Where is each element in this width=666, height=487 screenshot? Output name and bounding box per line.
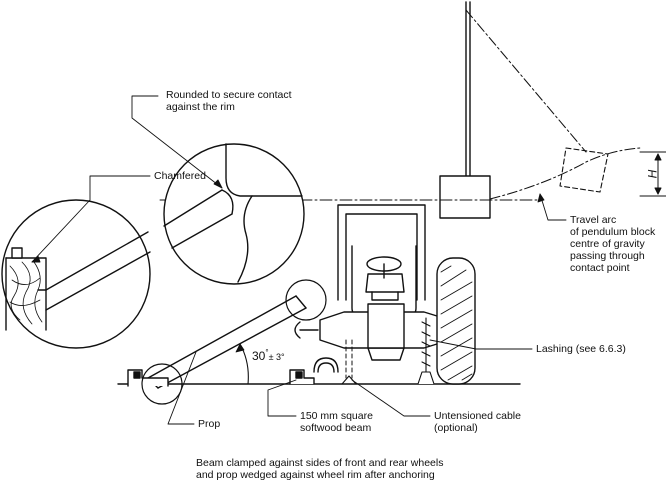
label-lashing: Lashing (see 6.6.3) [536,343,626,355]
label-rounded: Rounded to secure contact against the ri… [166,89,292,113]
label-prop: Prop [198,418,221,430]
detail-marker-chamfer [141,363,183,405]
rear-wheel [436,257,476,385]
prop-beam [147,295,307,389]
label-cable: Untensioned cable (optional) [434,410,521,434]
detail-marker-rim [285,279,327,321]
label-chamfered: Chamfered [154,170,206,182]
caption: Beam clamped against sides of front and … [196,457,444,481]
label-angle: 30°± 3° [252,348,285,363]
untensioned-cable [345,339,353,379]
h-dimension [639,151,666,197]
travel-arc [489,147,641,200]
leaders [31,95,567,425]
detail-rounded [163,143,305,285]
detail-chamfered [1,199,151,349]
lashing-chain [417,317,435,385]
label-h: H [645,169,660,179]
ground-anchors [127,369,315,387]
label-travel-arc: Travel arc of pendulum block centre of g… [570,214,656,274]
pendulum [439,1,609,219]
label-beam: 150 mm square softwood beam [300,410,373,434]
tractor [294,204,451,373]
